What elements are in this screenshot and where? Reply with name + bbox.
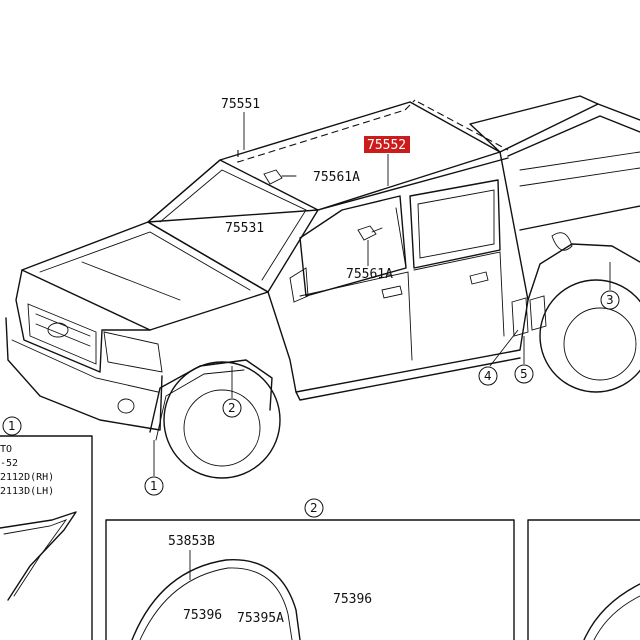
svg-text:2: 2 [310, 501, 318, 515]
svg-text:1: 1 [8, 419, 16, 433]
callout-circle-1[interactable]: 1 [144, 440, 164, 496]
callout-circle-2[interactable]: 2 [222, 366, 242, 418]
svg-text:-52: -52 [0, 458, 18, 469]
svg-text:2: 2 [228, 401, 236, 415]
svg-text:3: 3 [606, 293, 614, 307]
svg-text:TO: TO [0, 444, 12, 455]
highlight-box [364, 136, 410, 153]
label-75395a[interactable]: 75395A [237, 611, 284, 626]
svg-text:75531: 75531 [225, 221, 264, 236]
callout-circle-4[interactable]: 4 [478, 329, 519, 386]
callout-circle-3[interactable]: 3 [600, 262, 620, 310]
label-75552-highlighted[interactable]: 75552 [364, 136, 410, 186]
svg-text:1: 1 [150, 479, 158, 493]
label-75561a-mid[interactable]: 75561A [346, 240, 393, 282]
label-53853b[interactable]: 53853B [168, 534, 215, 580]
svg-text:75551: 75551 [221, 97, 260, 112]
inset-1: 1 TO -52 2112D(RH) 2113D(LH) [0, 416, 93, 640]
label-75396-left[interactable]: 75396 [183, 608, 222, 623]
callout-circle-5[interactable]: 5 [514, 336, 534, 384]
label-75531[interactable]: 75531 [225, 221, 264, 236]
svg-text:2112D(RH): 2112D(RH) [0, 472, 54, 483]
svg-text:75561A: 75561A [313, 170, 360, 185]
label-75561a-top[interactable]: 75561A [313, 170, 360, 185]
svg-text:75396: 75396 [333, 592, 372, 607]
truck-outline [5, 95, 640, 479]
svg-text:2113D(LH): 2113D(LH) [0, 486, 54, 497]
svg-text:75395A: 75395A [237, 611, 284, 626]
clip-75561a-top [263, 169, 297, 185]
svg-text:4: 4 [484, 369, 492, 383]
svg-text:75396: 75396 [183, 608, 222, 623]
svg-text:75561A: 75561A [346, 267, 393, 282]
svg-text:53853B: 53853B [168, 534, 215, 549]
svg-text:5: 5 [520, 367, 528, 381]
label-75551[interactable]: 75551 [221, 97, 260, 150]
clip-75561a-mid [357, 225, 383, 241]
svg-text:75552: 75552 [367, 138, 406, 153]
inset-right [527, 519, 640, 640]
inset-2: 2 53853B 75396 75395A 75396 [105, 498, 515, 640]
label-75396-right[interactable]: 75396 [333, 592, 372, 607]
